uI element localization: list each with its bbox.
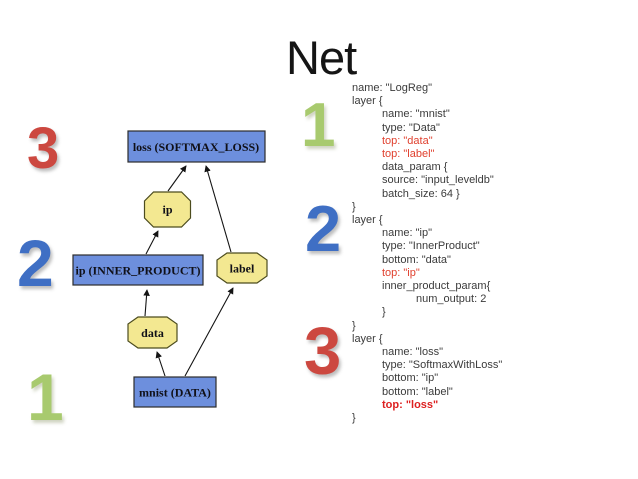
code-line: name: "LogReg"	[352, 82, 432, 94]
page-title: Net	[286, 31, 357, 84]
code-line: bottom: "data"	[382, 253, 451, 266]
node-ip-layer-label: ip (INNER_PRODUCT)	[75, 264, 200, 278]
code-line: name: "loss"	[382, 346, 443, 359]
edge-data-to-iplayer	[143, 289, 150, 317]
edge-mnist-to-data	[155, 351, 166, 377]
code-line: }	[382, 306, 386, 319]
code-line: type: "SoftmaxWithLoss"	[382, 359, 503, 372]
code-line: }	[352, 412, 356, 425]
code-line: inner_product_param{	[382, 280, 491, 293]
node-data-blob-label: data	[141, 326, 164, 340]
step-number-left-1: 1	[27, 360, 64, 434]
code-line: bottom: "ip"	[382, 372, 439, 385]
code-line: top: "data"	[382, 134, 433, 147]
node-label-blob-label: label	[230, 262, 255, 276]
node-ip-layer: ip (INNER_PRODUCT)	[72, 254, 204, 286]
step-number-mid-3: 3	[304, 314, 342, 389]
node-ip-blob-label: ip	[162, 203, 172, 217]
step-number-left-3: 3	[27, 116, 60, 181]
node-loss-layer: loss (SOFTMAX_LOSS)	[127, 130, 266, 163]
code-line: batch_size: 64 }	[382, 187, 460, 200]
code-line: layer {	[352, 95, 383, 108]
code-line: }	[352, 200, 356, 213]
node-label-blob: label	[216, 252, 268, 284]
code-line: source: "input_leveldb"	[382, 174, 494, 187]
code-line: top: "ip"	[382, 266, 420, 279]
node-ip-blob: ip	[143, 191, 192, 228]
code-line: layer {	[352, 214, 383, 227]
code-line: type: "Data"	[382, 121, 440, 134]
step-number-mid-2: 2	[305, 192, 342, 265]
node-mnist-layer: mnist (DATA)	[133, 376, 217, 408]
code-line: name: "ip"	[382, 227, 432, 240]
edge-label-to-loss	[204, 165, 232, 253]
edge-ip-to-loss	[167, 165, 187, 192]
node-data-blob: data	[127, 316, 178, 349]
node-mnist-label: mnist (DATA)	[139, 386, 211, 400]
code-line: type: "InnerProduct"	[382, 240, 480, 253]
code-line: bottom: "label"	[382, 385, 453, 398]
code-line: top: "loss"	[382, 398, 439, 411]
node-loss-label: loss (SOFTMAX_LOSS)	[133, 140, 259, 154]
code-line: layer {	[352, 332, 383, 345]
code-line: top: "label"	[382, 148, 435, 161]
code-line: name: "mnist"	[382, 108, 450, 121]
code-block: name: "LogReg"layer {name: "mnist"type: …	[352, 82, 592, 425]
diagram-edges	[143, 165, 234, 377]
step-number-left-2: 2	[17, 226, 54, 300]
code-line: }	[352, 319, 356, 332]
code-line: num_output: 2	[416, 293, 487, 306]
edge-iplayer-to-ip	[145, 230, 159, 255]
code-line: data_param {	[382, 161, 448, 174]
step-number-mid-1: 1	[301, 91, 336, 160]
edge-mnist-to-label	[184, 287, 234, 377]
